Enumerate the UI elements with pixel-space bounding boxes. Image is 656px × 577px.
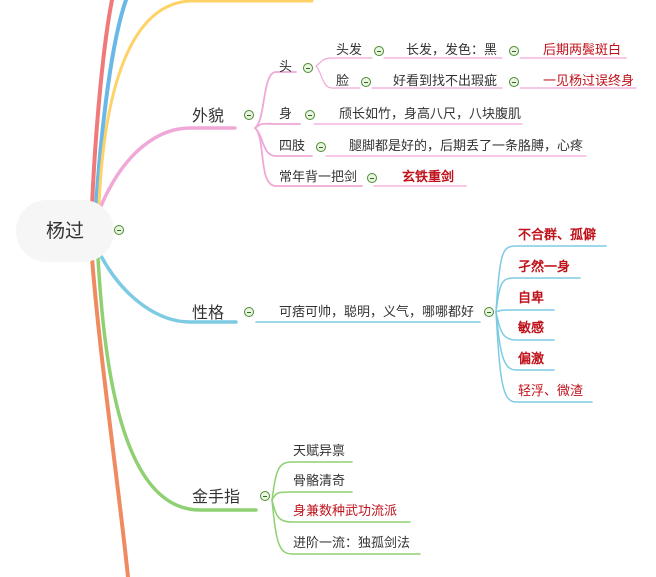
limbs-detail[interactable]: 腿脚都是好的，后期丢了一条胳膊，心疼 [349, 139, 584, 154]
trait-item[interactable]: 偏激 [518, 352, 545, 367]
trait-item[interactable]: 敏感 [518, 321, 545, 336]
hair-detail-collapse-toggle[interactable] [509, 46, 519, 56]
personality-summary-collapse-toggle[interactable] [484, 307, 494, 317]
sword-detail[interactable]: 玄铁重剑 [402, 170, 455, 185]
personality-collapse-toggle[interactable] [244, 307, 254, 317]
appearance-topic[interactable]: 外貌 [192, 106, 225, 125]
face-collapse-toggle[interactable] [361, 77, 371, 87]
appearance-connectors [99, 57, 637, 208]
root-collapse-toggle[interactable] [114, 225, 124, 235]
body-topic[interactable]: 身 [279, 107, 293, 122]
hair-topic[interactable]: 头发 [336, 43, 363, 58]
face-detail[interactable]: 好看到找不出瑕疵 [393, 74, 498, 89]
hair-detail[interactable]: 长发，发色：黑 [406, 43, 498, 58]
personality-topic[interactable]: 性格 [192, 303, 225, 322]
cheat-item[interactable]: 天赋异禀 [293, 444, 346, 459]
personality-connectors [99, 245, 607, 403]
body-collapse-toggle[interactable] [305, 110, 315, 120]
face-topic[interactable]: 脸 [336, 74, 350, 89]
hair-collapse-toggle[interactable] [374, 46, 384, 56]
sword-collapse-toggle[interactable] [367, 173, 377, 183]
head-topic[interactable]: 头 [279, 60, 293, 75]
root-node-label: 杨过 [46, 220, 85, 242]
cheat-item[interactable]: 骨骼清奇 [293, 474, 346, 489]
cheat-item[interactable]: 进阶一流：独孤剑法 [293, 536, 411, 551]
trait-item[interactable]: 自卑 [518, 291, 545, 306]
cheat-collapse-toggle[interactable] [260, 491, 270, 501]
cheat-connectors [96, 256, 421, 555]
top-branches [90, 0, 314, 207]
body-detail[interactable]: 颀长如竹，身高八尺，八块腹肌 [339, 107, 522, 122]
trait-item[interactable]: 轻浮、微渣 [518, 384, 584, 399]
hair-note[interactable]: 后期两鬓斑白 [543, 43, 622, 58]
trait-item[interactable]: 不合群、孤僻 [518, 228, 597, 243]
limbs-collapse-toggle[interactable] [316, 142, 326, 152]
trait-item[interactable]: 孑然一身 [518, 260, 571, 275]
face-note[interactable]: 一见杨过误终身 [543, 74, 635, 89]
cheat-topic[interactable]: 金手指 [192, 487, 241, 506]
bottom-branch [90, 256, 130, 577]
limbs-topic[interactable]: 四肢 [279, 139, 306, 154]
cheat-item[interactable]: 身兼数种武功流派 [293, 504, 398, 519]
root-node-bubble[interactable] [16, 200, 114, 262]
personality-summary[interactable]: 可痞可帅，聪明，义气，哪哪都好 [279, 305, 475, 320]
sword-topic[interactable]: 常年背一把剑 [279, 170, 358, 185]
appearance-collapse-toggle[interactable] [244, 110, 254, 120]
face-detail-collapse-toggle[interactable] [509, 77, 519, 87]
head-collapse-toggle[interactable] [303, 63, 313, 73]
